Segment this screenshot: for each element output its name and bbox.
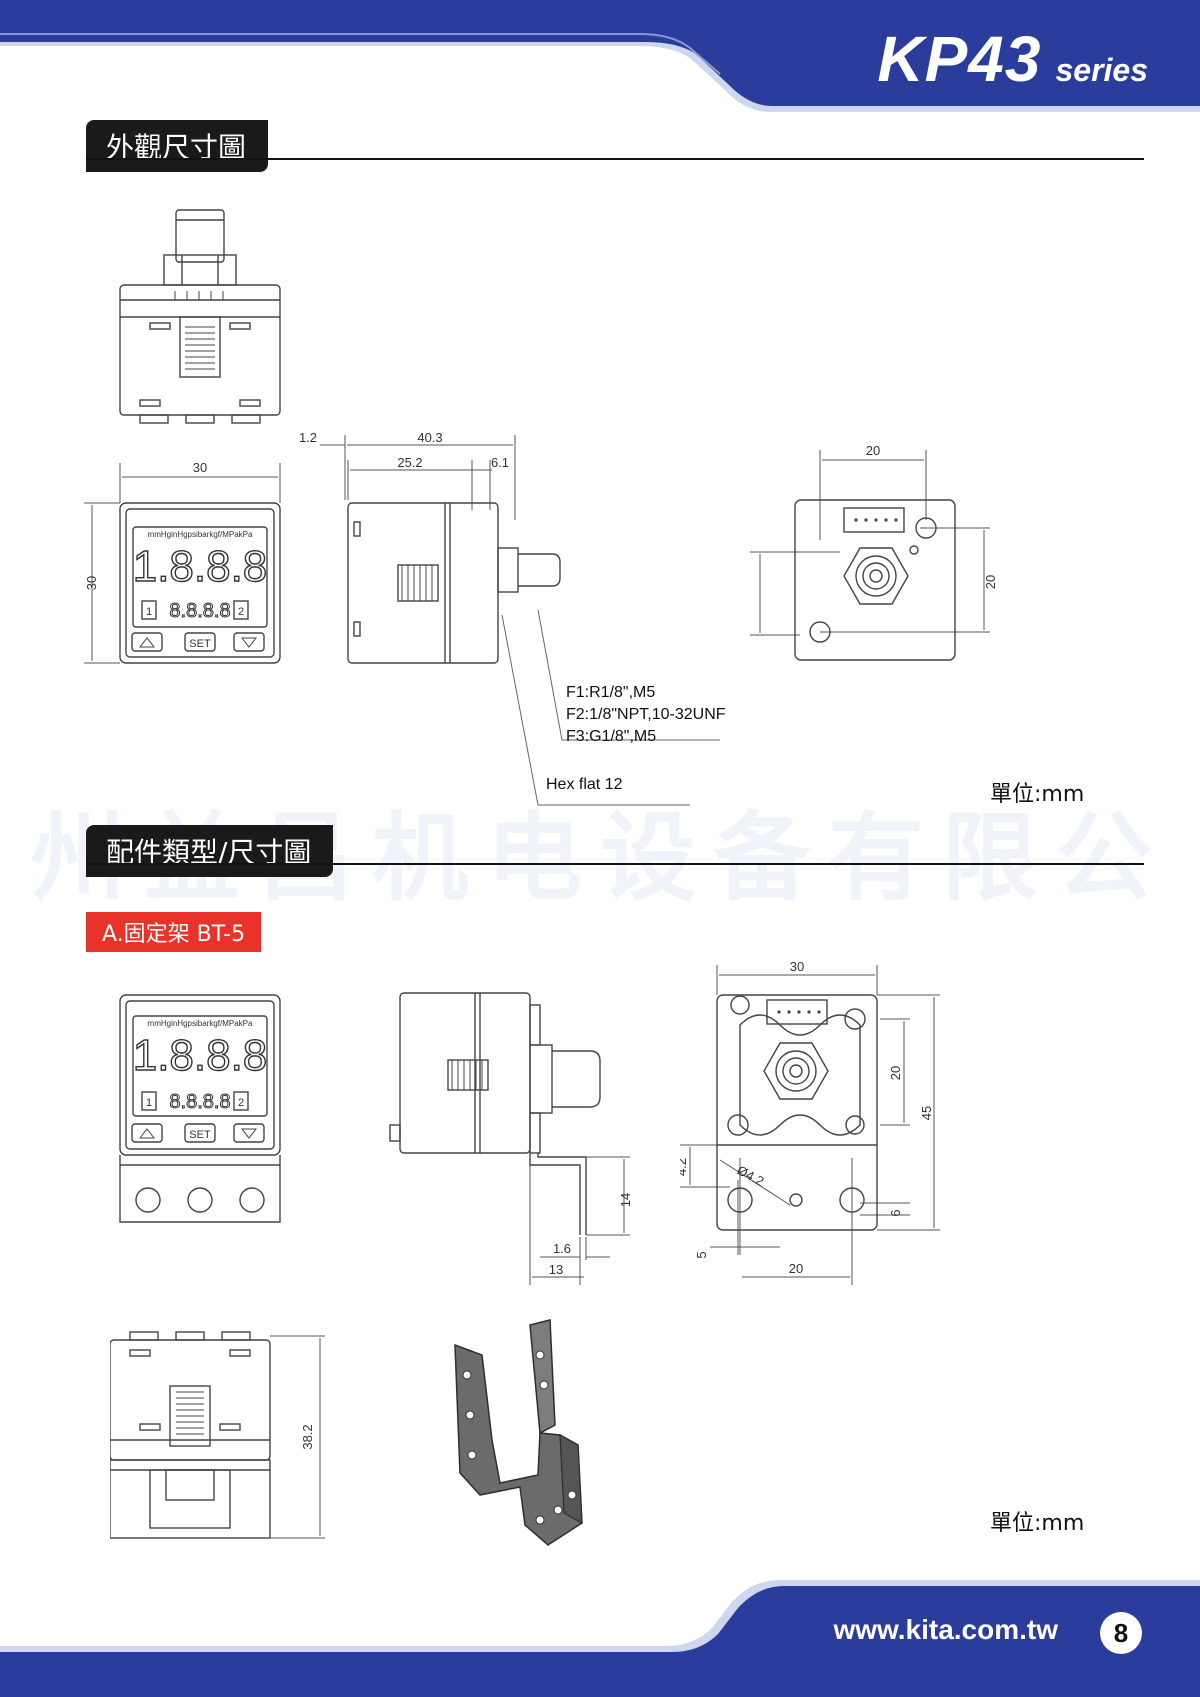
dim-bracket-back-4-2: 4.2 [680,1158,689,1176]
unit-label-top: 單位:mm [990,782,1085,807]
dim-bracket-back-20-h: 20 [789,1261,803,1276]
port-option-f1: F1:R1/8",M5 [566,684,656,701]
dim-side-offset: 1.2 [299,430,317,445]
bracket-key-1: 1 [146,1097,152,1109]
display-main-digits: 1.8.8.8 [133,542,268,591]
note-leaders [501,609,720,806]
drawing-bracket-side: 14 1.6 13 [389,992,633,1285]
dim-bracket-back-5: 5 [694,1251,709,1258]
bracket-display-units: mmHginHgpsibarkgf/MPakPa [148,1019,253,1028]
series-word: series [1055,52,1148,88]
dim-bracket-side-13: 13 [549,1262,563,1277]
dim-front-height: 30 [84,576,99,590]
display-sub-digits: 8.8.8.8 [169,600,230,622]
port-option-f3: F3:G1/8",M5 [566,728,657,745]
footer-band [0,1580,1200,1697]
dim-bracket-bottom-38-2: 38.2 [300,1424,315,1449]
display-set-key: SET [189,638,211,650]
dim-bracket-back-20-v: 20 [888,1066,903,1080]
dim-back-height-right: 20 [983,575,998,589]
dim-bracket-side-1-6: 1.6 [553,1241,571,1256]
drawing-top-view [119,209,281,424]
dim-bracket-back-dia: Ø4.2 [735,1162,767,1188]
dim-bracket-side-14: 14 [618,1193,633,1207]
dim-side-body: 25.2 [397,455,422,470]
port-option-f2: F2:1/8"NPT,10-32UNF [566,706,726,723]
dim-side-total: 40.3 [417,430,442,445]
section-divider-appearance [86,158,1144,160]
drawing-side-view: 40.3 1.2 25.2 6.1 [299,430,561,664]
display-key-2: 2 [238,606,244,618]
display-units-row: mmHginHgpsibarkgf/MPakPa [148,530,253,539]
dim-bracket-back-45: 45 [919,1106,934,1120]
section-divider-accessory [86,863,1144,865]
dim-back-height-left: 12 [740,588,743,602]
display-key-1: 1 [146,606,152,618]
section-title-appearance: 外觀尺寸圖 [86,120,269,172]
dim-side-port: 6.1 [491,455,509,470]
bracket-key-2: 2 [238,1097,244,1109]
dim-back-width: 20 [866,443,880,458]
page-number: 8 [1100,1612,1142,1654]
bracket-set-key: SET [189,1129,211,1141]
series-model: KP43 [877,23,1042,95]
bracket-display-digits: 1.8.8.8 [133,1031,268,1080]
drawing-back-view: 20 12 20 [740,443,998,661]
footer-url[interactable]: www.kita.com.tw [833,1614,1058,1645]
bracket-display-sub-digits: 8.8.8.8 [169,1091,230,1113]
port-options: F1:R1/8",M5 F2:1/8"NPT,10-32UNF F3:G1/8"… [566,682,726,748]
bracket-subtitle: A.固定架 BT-5 [86,912,262,952]
drawing-bracket-bottom: 38.2 [110,1331,325,1539]
drawing-front-view: 30 30 mmHginHgpsibarkgf/MPakPa 1.8.8.8 8… [84,460,281,664]
header-band [0,0,1200,112]
dim-bracket-back-6: 6 [888,1209,903,1216]
drawing-bracket-isometric [454,1319,583,1546]
unit-label-bottom: 單位:mm [990,1511,1085,1536]
series-title: KP43 series [877,22,1148,96]
hex-flat-note: Hex flat 12 [546,776,623,793]
section-title-accessory: 配件類型/尺寸圖 [86,825,334,877]
dim-bracket-back-30: 30 [790,959,804,974]
drawing-bracket-front: mmHginHgpsibarkgf/MPakPa 1.8.8.8 8.8.8.8… [119,994,281,1223]
dim-front-width: 30 [193,460,207,475]
drawing-bracket-back: 30 20 45 4.2 Ø4.2 5 6 20 [680,959,940,1285]
